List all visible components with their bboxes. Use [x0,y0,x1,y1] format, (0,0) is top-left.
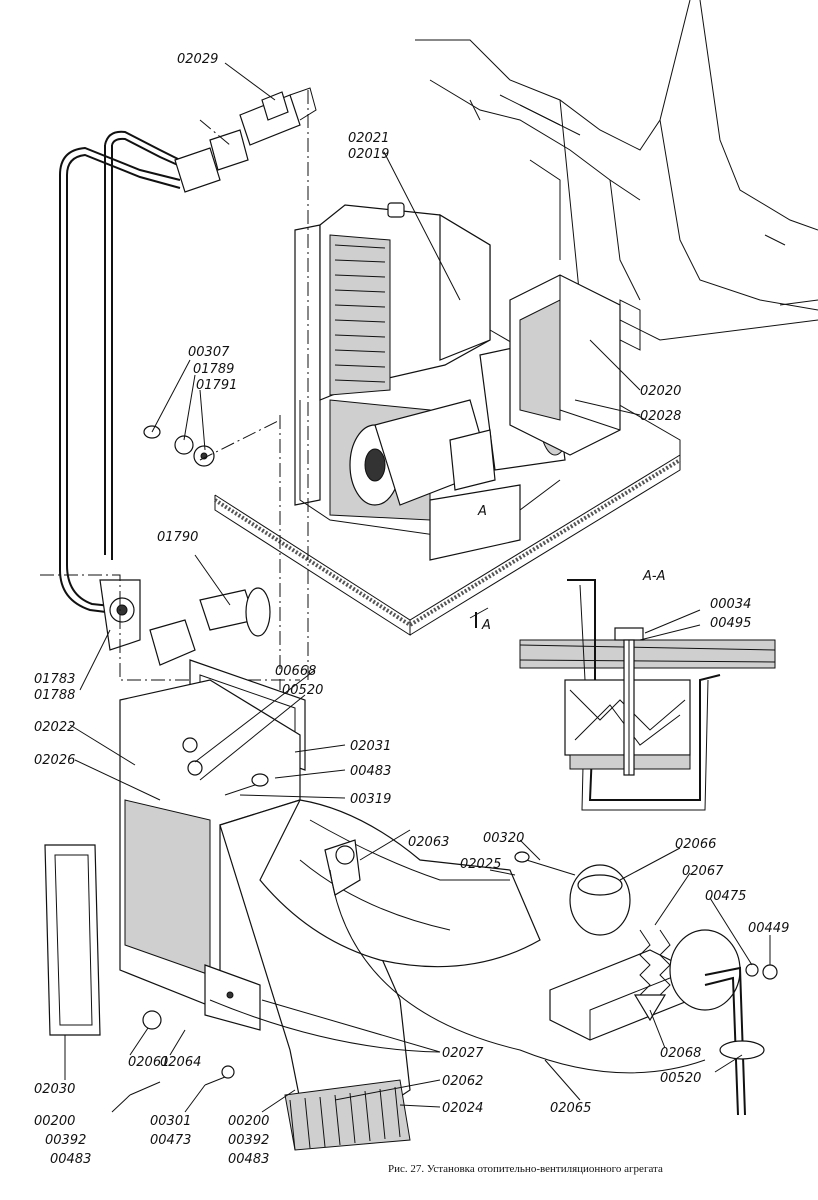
assembly-arc [329,869,706,1074]
label-00392-right: 00392 [228,1133,269,1148]
label-02030: 02030 [34,1082,75,1097]
label-02061: 02061 [128,1055,169,1070]
label-01791: 01791 [196,378,237,393]
washer-set [143,425,215,467]
pipe-fitting-02029 [174,87,317,193]
mounting-bracket-assembly [514,851,778,1116]
label-01790: 01790 [157,530,198,545]
label-02022: 02022 [34,720,75,735]
radiator-fins [334,244,386,383]
air-duct-assembly [44,659,541,1151]
part-labels: 02029 02021 02019 00307 01789 01791 0202… [34,52,789,1167]
label-01788: 01788 [34,688,75,703]
label-00392-left: 00392 [45,1133,86,1148]
label-02024: 02024 [442,1101,483,1116]
label-02020: 02020 [640,384,681,399]
section-bolt-head [614,627,644,641]
label-00483-upper: 00483 [350,764,391,779]
label-00520-upper: 00520 [282,683,323,698]
label-00319: 00319 [350,792,391,807]
label-00449: 00449 [748,921,789,936]
section-mark-label-upper: А [477,504,487,519]
drain-tap [99,579,271,666]
label-02062: 02062 [442,1074,483,1089]
figure-caption: Рис. 27. Установка отопительно-вентиляци… [388,1163,663,1175]
label-00483-left: 00483 [50,1152,91,1167]
label-02031: 02031 [350,739,391,754]
label-01789: 01789 [193,362,234,377]
label-01783: 01783 [34,672,75,687]
label-00200-right: 00200 [228,1114,269,1129]
label-02027: 02027 [442,1046,484,1061]
label-02068: 02068 [660,1046,701,1061]
filler-cap [387,202,405,218]
label-00520-lower: 00520 [660,1071,701,1086]
label-02066: 02066 [675,837,716,852]
label-00034: 00034 [710,597,751,612]
label-00495: 00495 [710,616,751,631]
label-02019: 02019 [348,147,389,162]
label-02021: 02021 [348,131,389,146]
label-00307: 00307 [188,345,230,360]
section-label: А-А [642,569,665,584]
leader-lines [64,62,771,1113]
section-mark-label-lower: А [481,618,491,633]
heater-unit [294,202,621,561]
label-02025: 02025 [460,857,501,872]
section-mark: А А [469,504,491,633]
label-00483-right: 00483 [228,1152,269,1167]
flexible-hose-02025 [259,799,541,968]
label-00301: 00301 [150,1114,191,1129]
coolant-pipe [59,130,181,616]
label-00200-left: 00200 [34,1114,75,1129]
label-00320: 00320 [483,831,524,846]
label-00668: 00668 [275,664,316,679]
label-02063: 02063 [408,835,449,850]
label-02028: 02028 [640,409,681,424]
label-02067: 02067 [682,864,724,879]
label-02064: 02064 [160,1055,201,1070]
leader-02027-curve [209,999,441,1053]
label-02026: 02026 [34,753,75,768]
section-a-a: А-А [519,569,776,811]
label-02065: 02065 [550,1101,591,1116]
label-00475: 00475 [705,889,746,904]
label-00473: 00473 [150,1133,191,1148]
label-02029: 02029 [177,52,218,67]
